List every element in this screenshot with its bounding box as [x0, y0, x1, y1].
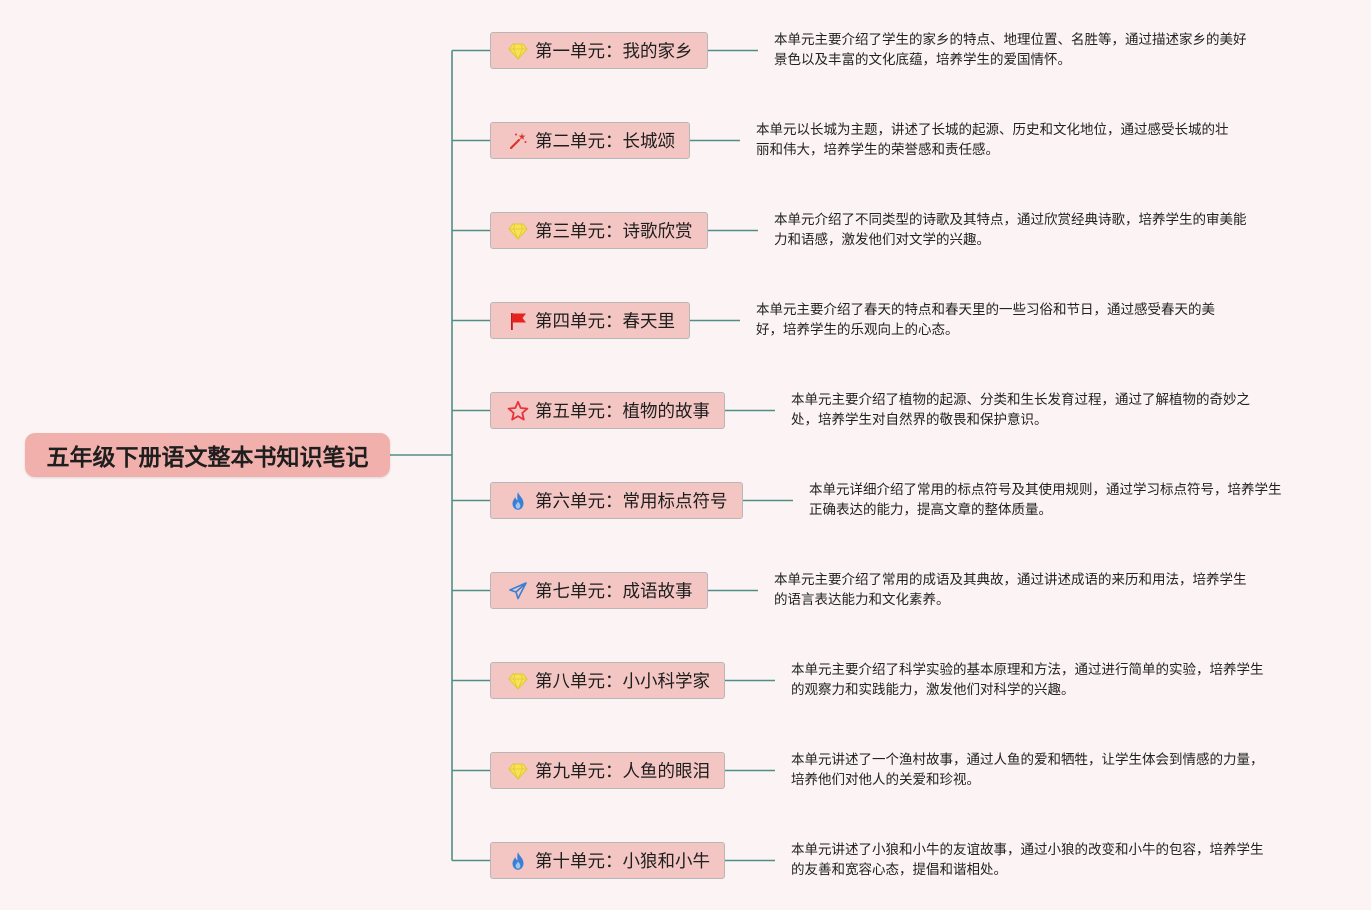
- description-line: 培养他们对他人的关爱和珍视。: [791, 771, 980, 788]
- branch-topic-1[interactable]: 第一单元：我的家乡: [490, 32, 708, 69]
- branch-label: 第八单元：小小科学家: [535, 672, 710, 692]
- branch-description-6: 本单元详细介绍了常用的标点符号及其使用规则，通过学习标点符号，培养学生正确表达的…: [809, 480, 1282, 520]
- branch-label: 第十单元：小狼和小牛: [535, 852, 710, 872]
- branch-label: 第六单元：常用标点符号: [535, 492, 728, 512]
- diamond-icon: [507, 760, 529, 782]
- branch-description-4: 本单元主要介绍了春天的特点和春天里的一些习俗和节日，通过感受春天的美好，培养学生…: [756, 300, 1215, 340]
- branch-description-7: 本单元主要介绍了常用的成语及其典故，通过讲述成语的来历和用法，培养学生的语言表达…: [774, 570, 1247, 610]
- description-line: 力和语感，激发他们对文学的兴趣。: [774, 231, 990, 248]
- branch-description-8: 本单元主要介绍了科学实验的基本原理和方法，通过进行简单的实验，培养学生的观察力和…: [791, 660, 1264, 700]
- paper-plane-icon: [507, 580, 529, 602]
- branch-topic-7[interactable]: 第七单元：成语故事: [490, 572, 708, 609]
- root-topic[interactable]: 五年级下册语文整本书知识笔记: [25, 433, 390, 477]
- fire-icon: [507, 490, 529, 512]
- description-line: 本单元介绍了不同类型的诗歌及其特点，通过欣赏经典诗歌，培养学生的审美能: [774, 211, 1247, 228]
- branch-topic-8[interactable]: 第八单元：小小科学家: [490, 662, 725, 699]
- star-icon: [507, 400, 529, 422]
- description-line: 本单元主要介绍了植物的起源、分类和生长发育过程，通过了解植物的奇妙之: [791, 391, 1250, 408]
- branch-topic-5[interactable]: 第五单元：植物的故事: [490, 392, 725, 429]
- description-line: 丽和伟大，培养学生的荣誉感和责任感。: [756, 141, 999, 158]
- branch-topic-3[interactable]: 第三单元：诗歌欣赏: [490, 212, 708, 249]
- description-line: 的友善和宽容心态，提倡和谐相处。: [791, 861, 1007, 878]
- branch-label: 第二单元：长城颂: [535, 132, 675, 152]
- magic-wand-icon: [507, 130, 529, 152]
- branch-topic-4[interactable]: 第四单元：春天里: [490, 302, 690, 339]
- description-line: 本单元主要介绍了学生的家乡的特点、地理位置、名胜等，通过描述家乡的美好: [774, 31, 1247, 48]
- description-line: 景色以及丰富的文化底蕴，培养学生的爱国情怀。: [774, 51, 1071, 68]
- branch-description-2: 本单元以长城为主题，讲述了长城的起源、历史和文化地位，通过感受长城的壮丽和伟大，…: [756, 120, 1229, 160]
- flag-icon: [507, 310, 529, 332]
- description-line: 正确表达的能力，提高文章的整体质量。: [809, 501, 1052, 518]
- branch-topic-6[interactable]: 第六单元：常用标点符号: [490, 482, 743, 519]
- fire-icon: [507, 850, 529, 872]
- branch-topic-9[interactable]: 第九单元：人鱼的眼泪: [490, 752, 725, 789]
- description-line: 的语言表达能力和文化素养。: [774, 591, 950, 608]
- branch-description-1: 本单元主要介绍了学生的家乡的特点、地理位置、名胜等，通过描述家乡的美好景色以及丰…: [774, 30, 1247, 70]
- branch-description-10: 本单元讲述了小狼和小牛的友谊故事，通过小狼的改变和小牛的包容，培养学生的友善和宽…: [791, 840, 1264, 880]
- branch-label: 第七单元：成语故事: [535, 582, 693, 602]
- branch-topic-2[interactable]: 第二单元：长城颂: [490, 122, 690, 159]
- description-line: 的观察力和实践能力，激发他们对科学的兴趣。: [791, 681, 1075, 698]
- description-line: 本单元以长城为主题，讲述了长城的起源、历史和文化地位，通过感受长城的壮: [756, 121, 1229, 138]
- diamond-icon: [507, 40, 529, 62]
- branch-description-9: 本单元讲述了一个渔村故事，通过人鱼的爱和牺牲，让学生体会到情感的力量， 培养他们对…: [791, 750, 1264, 790]
- branch-label: 第九单元：人鱼的眼泪: [535, 762, 710, 782]
- description-line: 本单元讲述了一个渔村故事，通过人鱼的爱和牺牲，让学生体会到情感的力量，: [791, 751, 1264, 768]
- description-line: 本单元讲述了小狼和小牛的友谊故事，通过小狼的改变和小牛的包容，培养学生: [791, 841, 1264, 858]
- description-line: 好，培养学生的乐观向上的心态。: [756, 321, 959, 338]
- description-line: 本单元主要介绍了春天的特点和春天里的一些习俗和节日，通过感受春天的美: [756, 301, 1215, 318]
- branch-label: 第三单元：诗歌欣赏: [535, 222, 693, 242]
- diamond-icon: [507, 220, 529, 242]
- description-line: 处，培养学生对自然界的敬畏和保护意识。: [791, 411, 1048, 428]
- branch-topic-10[interactable]: 第十单元：小狼和小牛: [490, 842, 725, 879]
- diamond-icon: [507, 670, 529, 692]
- branch-label: 第五单元：植物的故事: [535, 402, 710, 422]
- description-line: 本单元主要介绍了常用的成语及其典故，通过讲述成语的来历和用法，培养学生: [774, 571, 1247, 588]
- branch-label: 第四单元：春天里: [535, 312, 675, 332]
- branch-label: 第一单元：我的家乡: [535, 42, 693, 62]
- description-line: 本单元主要介绍了科学实验的基本原理和方法，通过进行简单的实验，培养学生: [791, 661, 1264, 678]
- description-line: 本单元详细介绍了常用的标点符号及其使用规则，通过学习标点符号，培养学生: [809, 481, 1282, 498]
- branch-description-3: 本单元介绍了不同类型的诗歌及其特点，通过欣赏经典诗歌，培养学生的审美能力和语感，…: [774, 210, 1247, 250]
- branch-description-5: 本单元主要介绍了植物的起源、分类和生长发育过程，通过了解植物的奇妙之处，培养学生…: [791, 390, 1250, 430]
